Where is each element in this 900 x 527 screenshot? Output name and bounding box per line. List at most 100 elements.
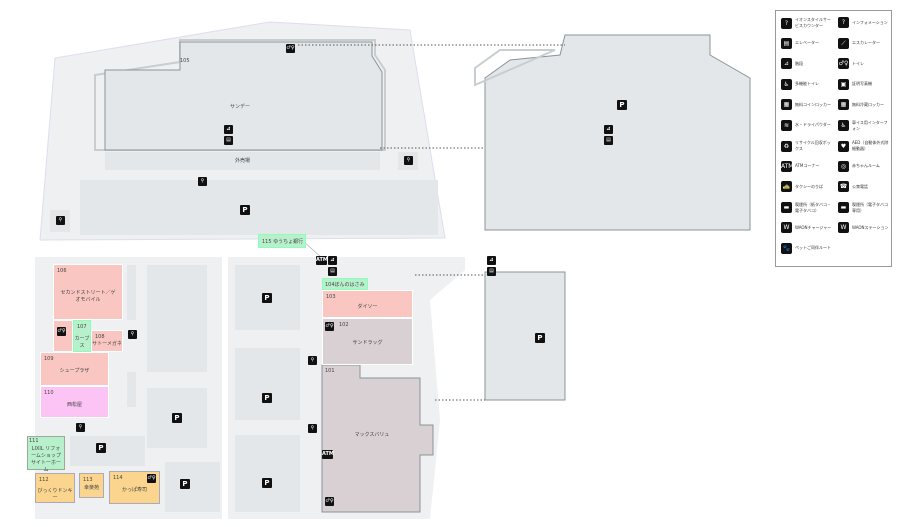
stairs-icon: ⊿ (224, 125, 233, 134)
legend-item: ♥AED（自動体外式除細動器） (838, 140, 889, 152)
store-115[interactable]: 115 ゆうちょ銀行 (258, 234, 306, 248)
legend-icon: W (781, 222, 792, 233)
legend-item: ▤エレベーター (781, 37, 832, 49)
legend-icon: ♿ (781, 78, 792, 90)
legend-label: リサイクル回収ボックス (795, 140, 831, 151)
legend-item: ⟋エスカレーター (838, 37, 889, 49)
parking-lot (235, 348, 300, 420)
legend-icon: ⟋ (838, 37, 849, 49)
legend-label: ペットご同伴ルート (795, 245, 831, 250)
parking-icon: P (240, 205, 250, 215)
legend-label: 喫煙所（電子タバコ専用） (852, 201, 888, 213)
legend-icon: ☎ (838, 181, 849, 192)
bicycle-icon: ⚲ (404, 156, 413, 165)
walkway (127, 372, 136, 407)
east-parking-building (484, 34, 751, 231)
stairs-icon: ⊿ (328, 256, 337, 265)
legend-icon: W (838, 222, 849, 233)
outdoor-sales-label: 外売場 (234, 158, 250, 164)
parking-lot (147, 265, 207, 372)
legend-label: 証明写真機 (852, 81, 872, 86)
walkway (127, 265, 136, 320)
toilet-icon: ♂♀ (57, 327, 66, 336)
legend-item: ▦無料コインロッカー (781, 99, 832, 110)
legend-label: 多機能トイレ (795, 81, 819, 86)
parking-icon: P (96, 443, 106, 453)
legend-item: ▦無料冷蔵ロッカー (838, 99, 889, 110)
store-101-shape (321, 364, 434, 513)
legend-icon: ▬ (781, 202, 792, 213)
legend-item: 🚕タクシーのりば (781, 181, 832, 192)
outdoor-sales: 外売場 (105, 152, 380, 170)
legend-item: ⊿階段 (781, 58, 832, 69)
parking-icon: P (262, 393, 272, 403)
legend-icon: ATM (781, 160, 794, 172)
legend-label: 喫煙所（紙タバコ・電子タバコ） (795, 201, 831, 213)
legend-item: ♿車イス用インターフォン (838, 120, 889, 132)
store-104[interactable]: 104ぼんのはさみ (322, 278, 368, 290)
bicycle-icon: ⚲ (128, 330, 137, 339)
legend-item: ♻リサイクル回収ボックス (781, 140, 832, 152)
legend: ?イオンスタイルサービスカウンター?インフォメーション▤エレベーター⟋エスカレー… (775, 10, 892, 267)
legend-icon: ♥ (838, 140, 849, 152)
elevator-icon: ▤ (328, 267, 337, 276)
legend-item: ▬喫煙所（電子タバコ専用） (838, 202, 889, 214)
legend-item: ◎赤ちゃんルーム (838, 160, 889, 172)
legend-label: AED（自動体外式除細動器） (852, 140, 889, 151)
bicycle-icon: ⚲ (198, 177, 207, 186)
toilet-icon: ♂♀ (325, 497, 334, 506)
legend-label: 車イス用インターフォン (852, 119, 888, 131)
legend-item: 🐾ペットご同伴ルート (781, 242, 832, 254)
legend-label: インフォメーション (852, 19, 888, 25)
legend-icon: ⊿ (781, 58, 792, 69)
parking-icon: P (180, 479, 190, 489)
legend-item: ▣証明写真機 (838, 78, 889, 90)
bicycle-icon: ⚲ (76, 423, 85, 432)
legend-label: エレベーター (795, 40, 819, 45)
parking-lot (235, 435, 300, 512)
bicycle-icon: ⚲ (308, 424, 317, 433)
legend-label: WAONステーション (852, 224, 889, 230)
legend-label: 赤ちゃんルーム (852, 163, 880, 168)
legend-icon: ▤ (781, 37, 792, 49)
legend-icon: ≋ (781, 119, 792, 131)
legend-icon: ▦ (838, 99, 849, 110)
legend-label: 公衆電話 (852, 183, 868, 189)
legend-icon: ♿ (838, 120, 849, 131)
parking-icon: P (617, 100, 627, 110)
toilet-icon: ♂♀ (286, 44, 295, 53)
stairs-icon: ⊿ (487, 256, 496, 265)
legend-icon: ♂♀ (838, 58, 849, 69)
atm-icon: ATM (322, 450, 334, 459)
parking-icon: P (535, 333, 545, 343)
legend-label: トイレ (852, 60, 864, 66)
bicycle-icon: ⚲ (56, 216, 65, 225)
legend-icon: 🐾 (781, 242, 792, 254)
legend-label: タクシーのりば (795, 183, 823, 189)
legend-icon: ? (838, 17, 849, 28)
store-105-number: 105 (180, 58, 190, 64)
stairs-icon: ⊿ (604, 125, 613, 134)
legend-icon: ◎ (838, 160, 849, 172)
legend-label: 階段 (795, 60, 803, 66)
walkway-outline (474, 49, 556, 87)
legend-icon: 🚕 (781, 181, 792, 192)
parking-lot (165, 462, 220, 512)
parking-icon: P (172, 413, 182, 423)
elevator-icon: ▤ (224, 136, 233, 145)
store-105-name[interactable]: サンデー (229, 104, 250, 110)
